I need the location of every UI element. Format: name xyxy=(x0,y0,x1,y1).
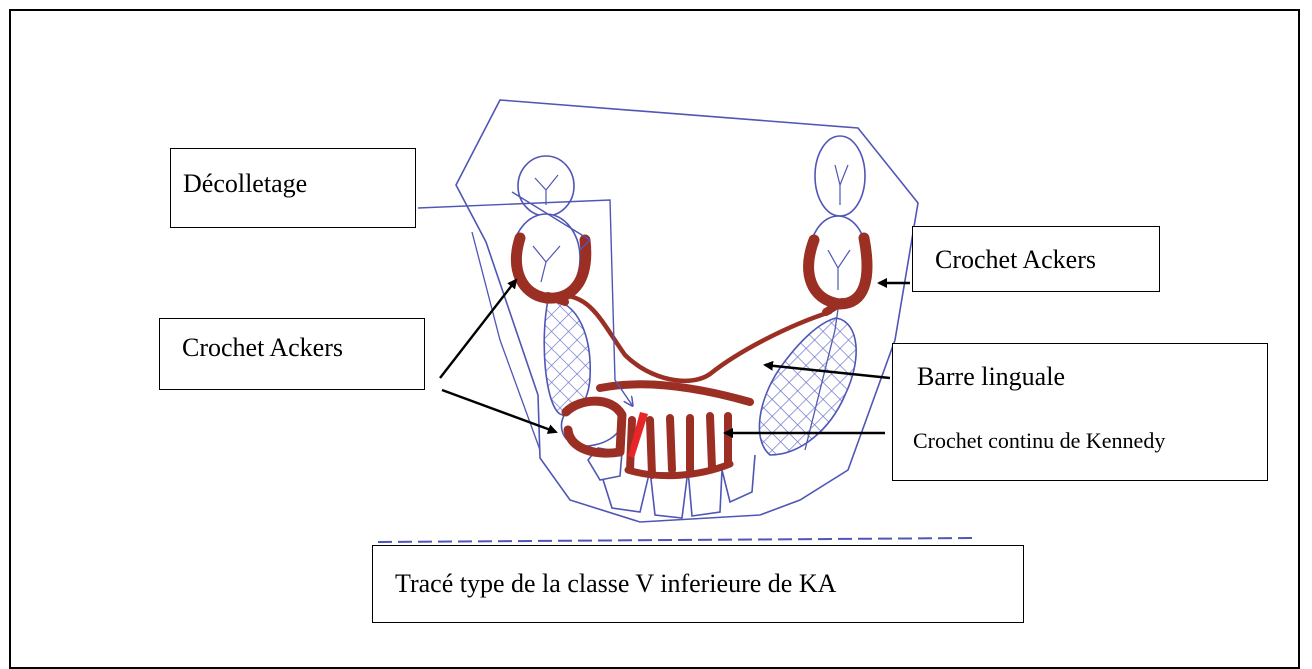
label-barre-linguale: Barre linguale xyxy=(917,362,1065,392)
kennedy-continuous-clasp xyxy=(600,384,750,402)
label-decolletage: Décolletage xyxy=(183,169,307,199)
left-third-molar xyxy=(518,156,574,216)
right-saddle xyxy=(759,318,856,455)
label-crochet-ackers-left: Crochet Ackers xyxy=(182,333,343,363)
label-box-decolletage: Décolletage xyxy=(170,148,416,228)
base-line xyxy=(378,538,978,542)
label-box-barre-kennedy: Barre linguale Crochet continu de Kenned… xyxy=(892,343,1268,481)
figure-caption-box: Tracé type de la classe V inferieure de … xyxy=(372,545,1024,623)
label-box-crochet-ackers-left: Crochet Ackers xyxy=(159,318,425,390)
figure-caption: Tracé type de la classe V inferieure de … xyxy=(395,569,836,599)
label-crochet-continu: Crochet continu de Kennedy xyxy=(913,428,1165,454)
label-box-crochet-ackers-right: Crochet Ackers xyxy=(912,226,1160,292)
label-crochet-ackers-right: Crochet Ackers xyxy=(935,245,1096,275)
left-rest-connector xyxy=(548,296,565,302)
